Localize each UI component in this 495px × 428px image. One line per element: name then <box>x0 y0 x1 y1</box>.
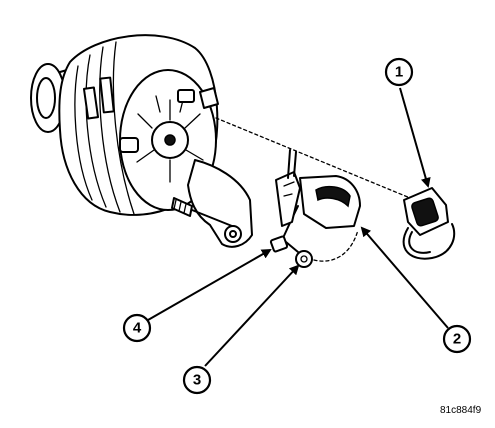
callout-3-leader <box>204 264 300 367</box>
callout-3-circle <box>182 365 212 395</box>
callout-3: 3 <box>182 264 300 395</box>
callout-4-circle <box>122 313 152 343</box>
callout-1: 1 <box>384 57 431 188</box>
callout-4: 4 <box>122 249 272 343</box>
callout-4-label: 4 <box>133 320 142 337</box>
callout-1-leader <box>399 87 431 188</box>
b-plus-terminal-boot <box>275 149 361 241</box>
callout-2: 2 <box>360 226 472 354</box>
callout-2-leader <box>360 226 449 329</box>
figure-code: 81c884f9 <box>440 405 482 416</box>
callout-2-label: 2 <box>453 331 461 348</box>
alternator-body <box>30 34 253 248</box>
callout-1-circle <box>384 57 414 87</box>
terminal-nut <box>295 229 359 268</box>
field-wire-connector <box>215 117 456 260</box>
callout-1-label: 1 <box>395 64 403 81</box>
callout-4-leader <box>147 249 272 321</box>
b-plus-terminal-stud <box>269 235 299 253</box>
callout-3-label: 3 <box>193 372 201 389</box>
callout-2-circle <box>442 324 472 354</box>
